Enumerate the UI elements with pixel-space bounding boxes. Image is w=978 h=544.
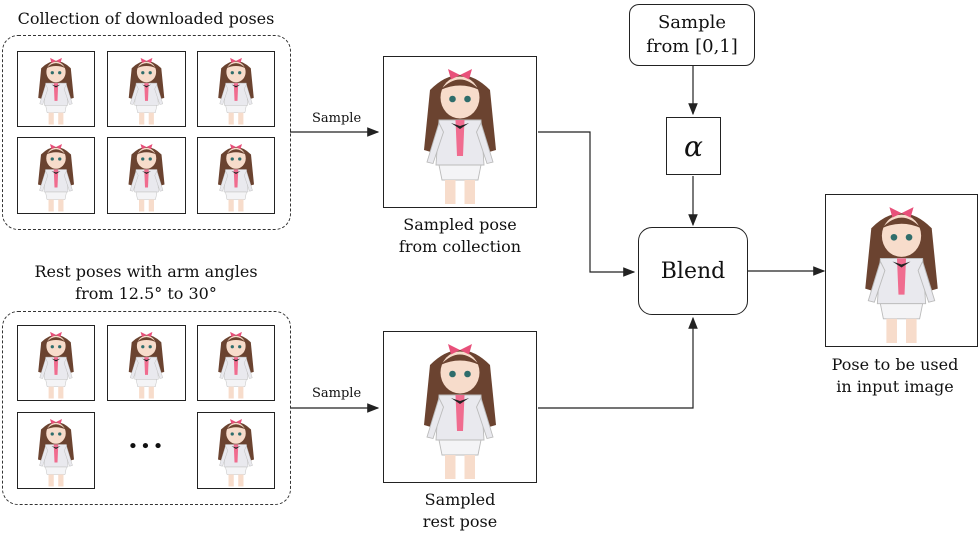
character-figure: [128, 57, 165, 125]
character-figure: [38, 419, 74, 487]
rest-thumbnail: [197, 325, 275, 401]
blend-box: Blend: [638, 227, 748, 315]
pose-thumbnail: [197, 137, 275, 214]
rest-title-line2: from 12.5° to 30°: [75, 284, 217, 303]
rest-group: [2, 311, 291, 505]
sample-box-line2: from [0,1]: [646, 36, 738, 57]
character-figure: [218, 419, 254, 487]
character-figure: [218, 144, 254, 212]
alpha-symbol: α: [684, 129, 703, 163]
sample-label-bottom: Sample: [312, 386, 362, 401]
collection-title: Collection of downloaded poses: [17, 9, 275, 28]
rest-thumbnail: [17, 325, 95, 401]
character-figure: [424, 344, 496, 479]
character-figure: [38, 57, 74, 125]
sampled-pose-caption-line2: from collection: [398, 237, 522, 256]
pose-thumbnail: [17, 51, 95, 127]
sampled-rest-caption-line2: rest pose: [422, 512, 498, 531]
sample-uniform-box: Sample from [0,1]: [629, 4, 755, 66]
sample-label-top: Sample: [312, 111, 362, 126]
character-figure: [38, 144, 74, 212]
character-figure: [424, 69, 496, 204]
arrow-pose-to-blend: [538, 131, 636, 277]
rest-thumbnail: [107, 325, 186, 401]
alpha-box: α: [666, 117, 721, 175]
output-pose-image: [825, 194, 978, 347]
rest-title-line1: Rest poses with arm angles: [34, 262, 258, 281]
rest-thumbnail: [197, 412, 275, 489]
character-figure: [128, 331, 165, 399]
pose-thumbnail: [17, 137, 95, 214]
pose-thumbnail: [107, 137, 186, 214]
output-caption-line1: Pose to be used: [831, 355, 959, 374]
blend-label: Blend: [660, 258, 726, 284]
sampled-pose-caption-line1: Sampled pose: [403, 215, 517, 234]
output-caption-line2: in input image: [836, 377, 954, 396]
sampled-rest-caption-line1: Sampled: [424, 490, 496, 509]
sampled-rest-image: [383, 331, 537, 483]
character-figure: [218, 57, 254, 125]
sample-box-line1: Sample: [657, 12, 727, 33]
arrow-rest-to-blend: [538, 316, 698, 409]
character-figure: [865, 207, 938, 343]
pose-thumbnail: [107, 51, 186, 127]
sampled-pose-image: [383, 56, 537, 208]
ellipsis: •••: [127, 436, 166, 457]
rest-thumbnail: [17, 412, 95, 489]
character-figure: [218, 331, 254, 399]
collection-group: [2, 35, 291, 230]
character-figure: [38, 331, 74, 399]
character-figure: [128, 144, 165, 212]
pose-thumbnail: [197, 51, 275, 127]
